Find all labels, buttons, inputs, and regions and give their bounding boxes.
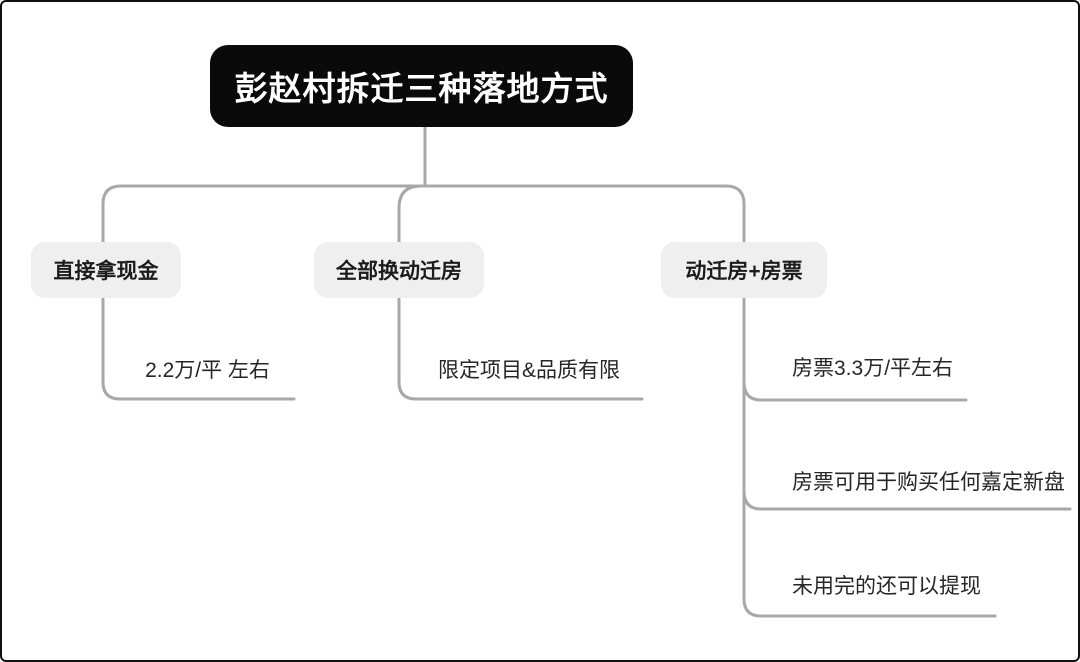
leaf-ticket-price[interactable]: 房票3.3万/平左右 [792,357,954,380]
leaf-ticket-usage[interactable]: 房票可用于购买任何嘉定新盘 [792,471,1065,494]
root-node[interactable]: 彭赵村拆迁三种落地方式 [210,45,633,127]
branch-node-housing-plus-ticket[interactable]: 动迁房+房票 [661,242,827,298]
connector-branch3-trunk [742,296,997,618]
branch-node-relocation-housing[interactable]: 全部换动迁房 [314,242,484,298]
branch-node-cash[interactable]: 直接拿现金 [31,242,181,298]
leaf-limited-projects[interactable]: 限定项目&品质有限 [437,359,620,382]
leaf-ticket-withdraw[interactable]: 未用完的还可以提现 [792,575,981,598]
leaf-cash-price[interactable]: 2.2万/平 左右 [145,359,270,382]
connector-rail [101,184,746,244]
connector-branch2-drop [397,184,423,244]
connector-branch3-child1 [742,380,968,402]
